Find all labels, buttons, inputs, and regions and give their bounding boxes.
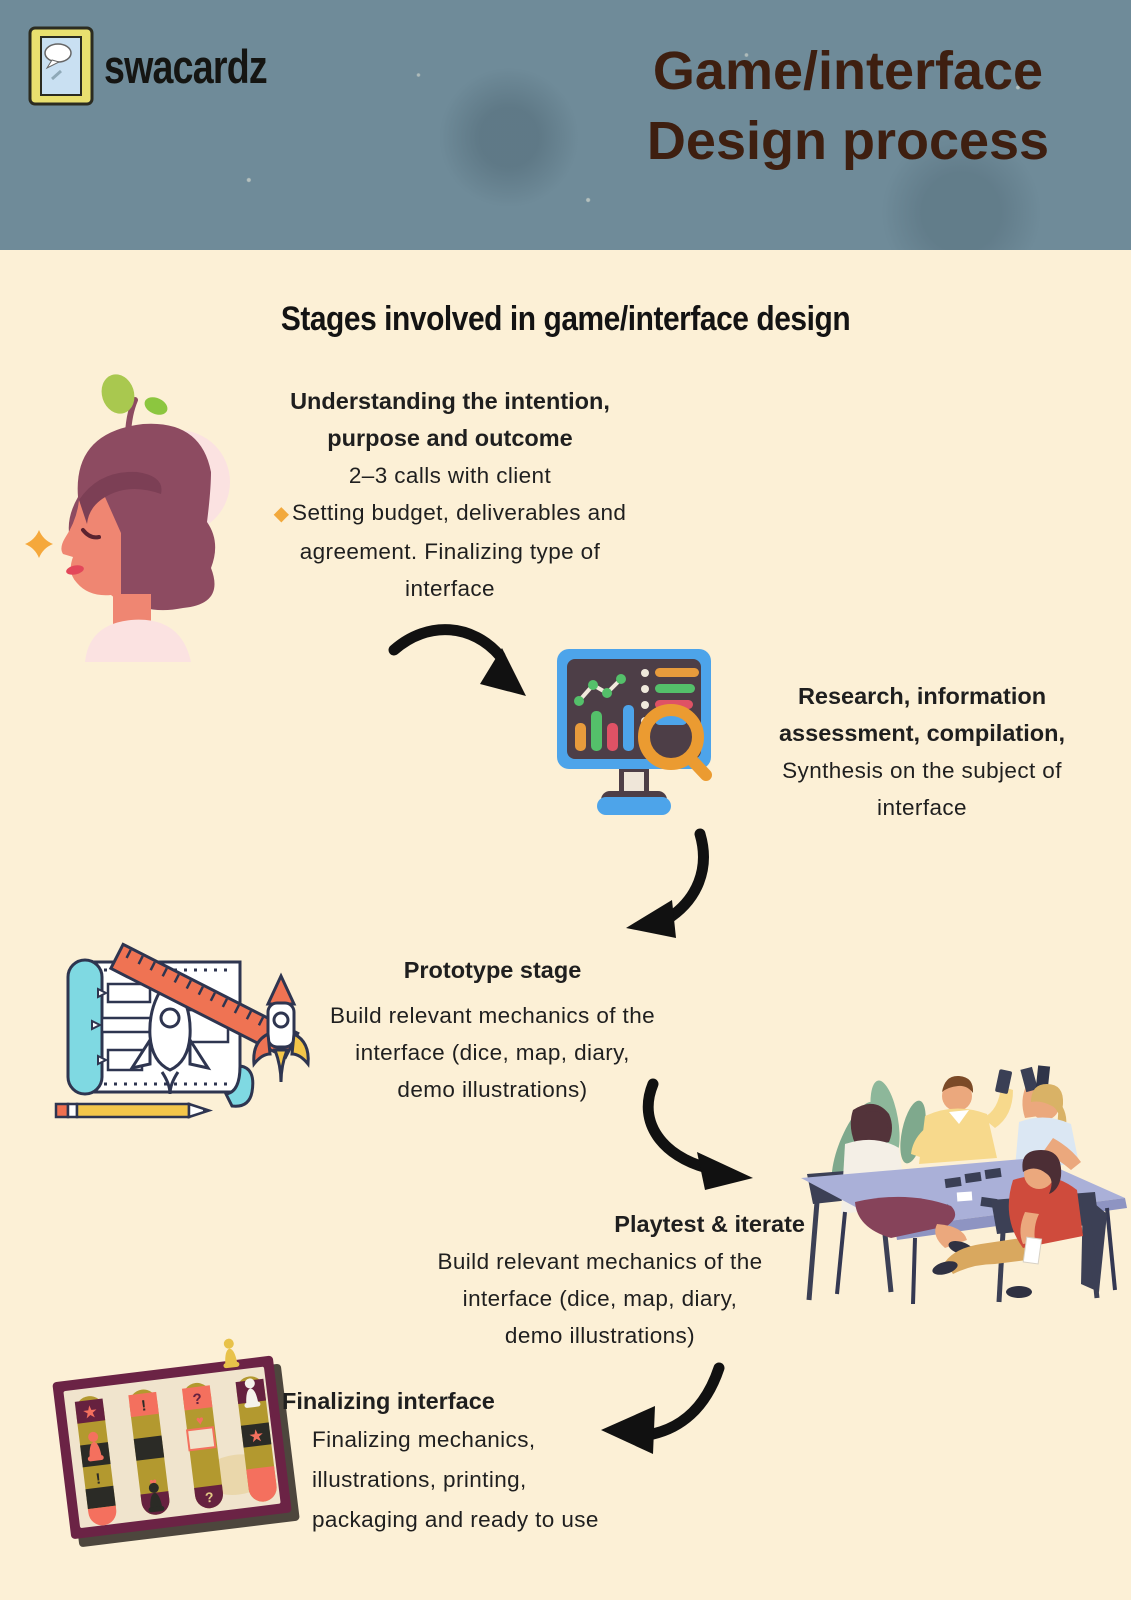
stage-body-line: Synthesis on the subject of [782, 758, 1062, 783]
stage-body-line: packaging and ready to use [312, 1507, 599, 1532]
stage-finalizing: Finalizing interface Finalizing mechanic… [282, 1382, 642, 1540]
svg-text:?: ? [192, 1390, 203, 1408]
stage-body-line: interface (dice, map, diary, [462, 1286, 738, 1311]
svg-text:★: ★ [249, 1427, 265, 1446]
section-heading-text: Stages involved in game/interface design [280, 300, 851, 338]
stage-body-line: interface [877, 795, 967, 820]
monitor-analytics-magnifier-illustration [543, 641, 725, 826]
stage-body-line: interface [405, 576, 495, 601]
stage-body-line: demo illustrations) [397, 1077, 588, 1102]
stage-body-line: 2–3 calls with client [348, 463, 552, 488]
page-title: Game/interface Design process [623, 36, 1073, 176]
stage-research: Research, information assessment, compil… [722, 678, 1122, 826]
svg-text:!: ! [140, 1397, 147, 1414]
stage-title-line: Understanding the intention, [290, 388, 610, 414]
blueprint-rocket-ruler-pencil-illustration [28, 918, 313, 1133]
svg-text:♥: ♥ [195, 1412, 205, 1428]
stage-body-line: demo illustrations) [504, 1323, 696, 1348]
curved-arrow-icon-4 [595, 1362, 730, 1467]
stage-title-line: purpose and outcome [327, 425, 573, 451]
curved-arrow-icon-3 [635, 1078, 760, 1193]
stage-body-line: interface (dice, map, diary, [355, 1040, 630, 1065]
stage-body-line: Finalizing mechanics, [312, 1427, 536, 1452]
stage-body-line-with-bullet: ◆Setting budget, deliverables and [235, 494, 665, 533]
diamond-bullet-icon: ◆ [273, 503, 290, 525]
thinking-woman-lightbulb-illustration [15, 372, 255, 662]
stage-title-line: Research, information [797, 683, 1047, 709]
stage-playtest: Playtest & iterate Build relevant mechan… [395, 1206, 805, 1354]
svg-text:★: ★ [82, 1403, 98, 1422]
header-band: swacardz Game/interface Design process [0, 0, 1131, 250]
stage-body-line: agreement. Finalizing type of [299, 539, 601, 564]
brand-name: swacardz [104, 39, 268, 93]
svg-text:!: ! [95, 1470, 102, 1487]
stage-title-line: assessment, compilation, [778, 720, 1066, 746]
framed-speech-card-logo-icon [28, 26, 94, 106]
stage-body-line: Build relevant mechanics of the [437, 1249, 763, 1274]
stage-body-line: illustrations, printing, [312, 1467, 527, 1492]
team-playing-cards-at-table-illustration [785, 1052, 1131, 1304]
svg-text:♥: ♥ [148, 1474, 158, 1490]
section-heading: Stages involved in game/interface design [0, 300, 1131, 339]
stage-understanding: Understanding the intention, purpose and… [235, 383, 665, 607]
svg-text:?: ? [204, 1489, 214, 1506]
page-title-line: Design process [646, 111, 1050, 172]
curved-arrow-icon-2 [618, 828, 713, 940]
curved-arrow-icon-1 [388, 618, 533, 706]
brand-logo: swacardz [28, 26, 308, 106]
stage-title-line: Prototype stage [403, 957, 582, 983]
stage-body-line: Setting budget, deliverables and [292, 500, 627, 525]
stage-prototype: Prototype stage Build relevant mechanics… [295, 952, 690, 1108]
tilted-board-game-illustration: ★ ! ! ♥ ? ♥ ? [35, 1332, 315, 1562]
stage-title-line: Finalizing interface [282, 1388, 495, 1414]
stage-body-line: Build relevant mechanics of the [329, 1003, 656, 1028]
stage-title-line: Playtest & iterate [614, 1211, 805, 1237]
page-title-line: Game/interface [652, 41, 1044, 101]
